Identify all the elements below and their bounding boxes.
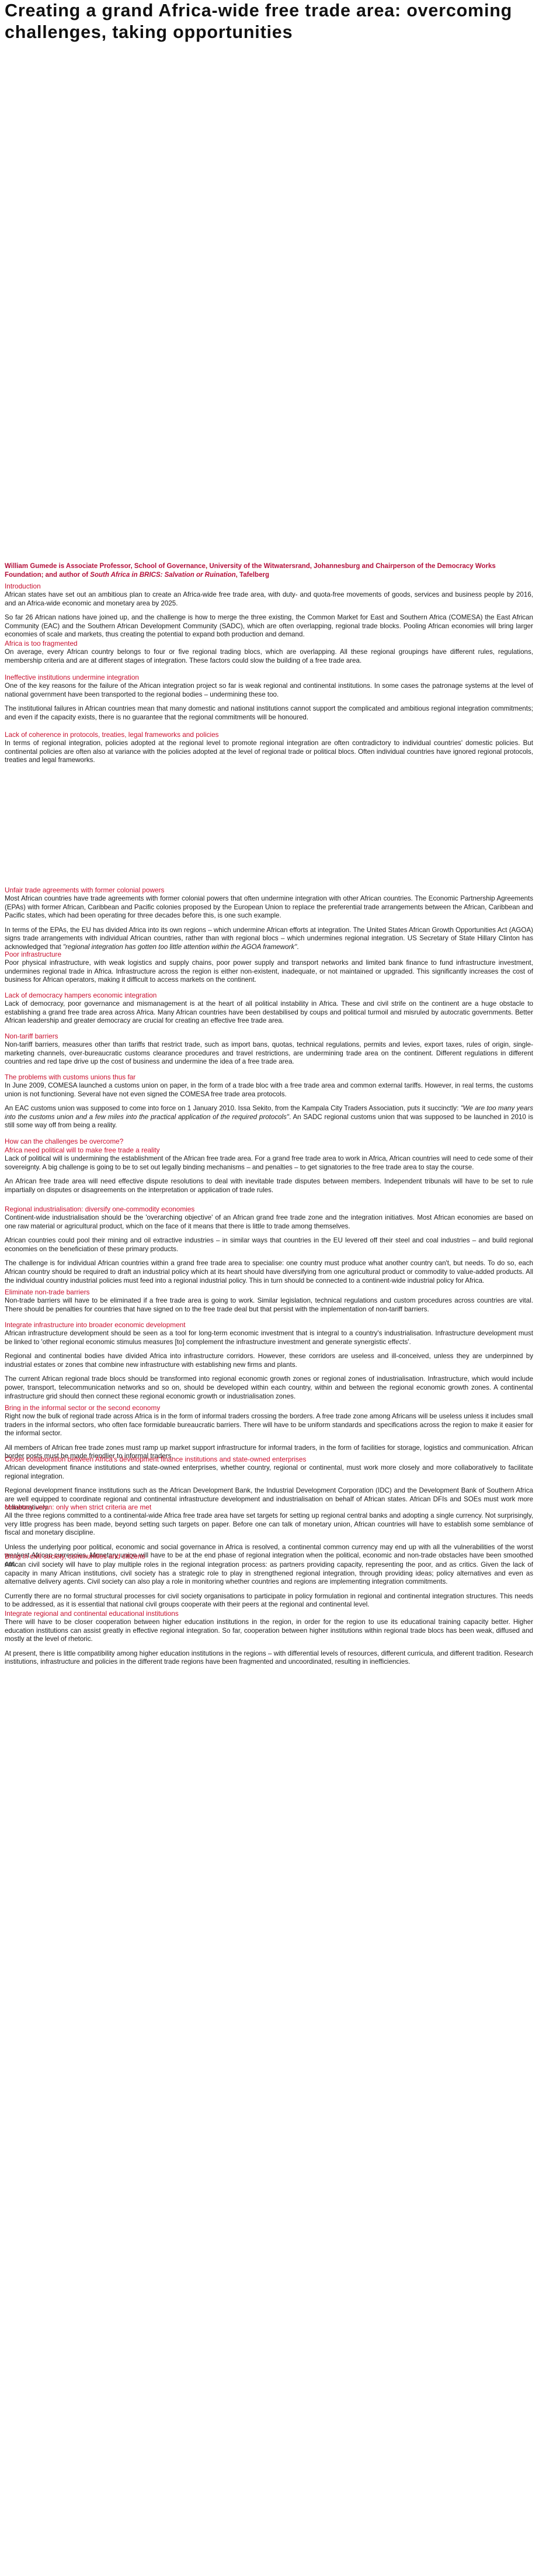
byline-publisher: , Tafelberg bbox=[235, 572, 269, 579]
section-heading: Ineffective institutions undermine integ… bbox=[5, 673, 139, 681]
paragraph: African infrastructure development shoul… bbox=[5, 1329, 533, 1346]
paragraph: There will have to be closer cooperation… bbox=[5, 1618, 533, 1643]
section-informal-sector: Bring in the informal sector or the seco… bbox=[5, 1404, 533, 1461]
paragraph: The challenge is for individual African … bbox=[5, 1259, 533, 1284]
byline-author: William Gumede is Associate Professor, S… bbox=[5, 563, 496, 579]
section-heading: Closer collaboration between Africa's de… bbox=[5, 1455, 307, 1463]
section-heading: Monetary union: only when strict criteri… bbox=[5, 1503, 152, 1511]
paragraph: The institutional failures in African co… bbox=[5, 705, 533, 721]
paragraph: So far 26 African nations have joined up… bbox=[5, 614, 533, 639]
quote: "regional integration has gotten too lit… bbox=[62, 943, 297, 951]
paragraph: Poor physical infrastructure, with weak … bbox=[5, 959, 533, 984]
paragraph: The current African regional trade blocs… bbox=[5, 1375, 533, 1400]
paragraph: Continent-wide industrialisation should … bbox=[5, 1214, 533, 1230]
section-introduction: Introduction African states have set out… bbox=[5, 582, 533, 639]
section-regional-industrialisation: Regional industrialisation: diversify on… bbox=[5, 1205, 533, 1285]
section-fragmented: Africa is too fragmented On average, eve… bbox=[5, 639, 533, 665]
section-heading: Integrate regional and continental educa… bbox=[5, 1609, 179, 1618]
section-educational-institutions: Integrate regional and continental educa… bbox=[5, 1609, 533, 1667]
section-heading: Regional industrialisation: diversify on… bbox=[5, 1205, 195, 1213]
paragraph: Non-trade barriers will have to be elimi… bbox=[5, 1297, 533, 1313]
paragraph: Lack of political will is undermining th… bbox=[5, 1155, 533, 1171]
section-ineffective-institutions: Ineffective institutions undermine integ… bbox=[5, 673, 533, 722]
section-civil-society: Bring in civil society, communities and … bbox=[5, 1552, 533, 1609]
paragraph: Most African countries have trade agreem… bbox=[5, 895, 533, 920]
section-integrate-infrastructure: Integrate infrastructure into broader ec… bbox=[5, 1321, 533, 1401]
paragraph: In terms of the EPAs, the EU has divided… bbox=[5, 926, 533, 951]
article-title: Creating a grand Africa-wide free trade … bbox=[5, 1, 513, 42]
paragraph: Regional and continental bodies have div… bbox=[5, 1352, 533, 1369]
section-non-tariff-barriers: Non-tariff barriers Non-tariff barriers,… bbox=[5, 1032, 533, 1067]
paragraph: African countries could pool their minin… bbox=[5, 1237, 533, 1253]
paragraph: African states have set out an ambitious… bbox=[5, 591, 533, 607]
section-heading: The problems with customs unions thus fa… bbox=[5, 1073, 136, 1081]
section-customs-unions: The problems with customs unions thus fa… bbox=[5, 1073, 533, 1130]
paragraph: Non-tariff barriers, measures other than… bbox=[5, 1041, 533, 1066]
paragraph: Lack of democracy, poor governance and m… bbox=[5, 1000, 533, 1025]
section-heading: Eliminate non-trade barriers bbox=[5, 1288, 90, 1296]
paragraph: One of the key reasons for the failure o… bbox=[5, 682, 533, 698]
author-byline: William Gumede is Associate Professor, S… bbox=[5, 562, 533, 580]
quote: "We are too many years into the customs … bbox=[5, 1105, 533, 1121]
section-lack-of-coherence: Lack of coherence in protocols, treaties… bbox=[5, 730, 533, 765]
paragraph: Currently there are no formal structural… bbox=[5, 1592, 533, 1609]
section-overcoming-challenges: How can the challenges be overcome? Afri… bbox=[5, 1137, 533, 1194]
paragraph: African development finance institutions… bbox=[5, 1464, 533, 1480]
paragraph: An EAC customs union was supposed to com… bbox=[5, 1105, 533, 1130]
paragraph: In terms of regional integration, polici… bbox=[5, 739, 533, 764]
paragraph: African civil society will have to play … bbox=[5, 1561, 533, 1586]
section-heading: Lack of democracy hampers economic integ… bbox=[5, 991, 157, 999]
section-heading: Non-tariff barriers bbox=[5, 1032, 58, 1040]
paragraph: All the three regions committed to a con… bbox=[5, 1512, 533, 1537]
section-heading: Integrate infrastructure into broader ec… bbox=[5, 1321, 186, 1329]
paragraph: All members of African free trade zones … bbox=[5, 1443, 533, 1460]
section-poor-infrastructure: Poor infrastructure Poor physical infras… bbox=[5, 950, 533, 985]
paragraph: An African free trade area will need eff… bbox=[5, 1178, 533, 1194]
section-heading: How can the challenges be overcome? bbox=[5, 1137, 124, 1145]
paragraph: In June 2009, COMESA launched a customs … bbox=[5, 1082, 533, 1098]
section-subheading: Africa need political will to make free … bbox=[5, 1146, 160, 1154]
section-heading: Introduction bbox=[5, 582, 41, 590]
section-heading: Lack of coherence in protocols, treaties… bbox=[5, 730, 219, 739]
section-heading: Unfair trade agreements with former colo… bbox=[5, 886, 165, 894]
section-heading: Bring in the informal sector or the seco… bbox=[5, 1404, 161, 1412]
section-heading: Bring in civil society, communities and … bbox=[5, 1552, 145, 1560]
byline-book-title: South Africa in BRICS: Salvation or Ruin… bbox=[90, 572, 236, 579]
paragraph: Regional development finance institution… bbox=[5, 1487, 533, 1512]
section-eliminate-barriers: Eliminate non-trade barriers Non-trade b… bbox=[5, 1288, 533, 1314]
section-heading: Africa is too fragmented bbox=[5, 639, 78, 648]
paragraph: At present, there is little compatibilit… bbox=[5, 1649, 533, 1666]
section-lack-of-democracy: Lack of democracy hampers economic integ… bbox=[5, 991, 533, 1026]
section-monetary-union: Monetary union: only when strict criteri… bbox=[5, 1503, 533, 1569]
section-heading: Poor infrastructure bbox=[5, 950, 62, 958]
section-dfi-collaboration: Closer collaboration between Africa's de… bbox=[5, 1455, 533, 1512]
paragraph: Right now the bulk of regional trade acr… bbox=[5, 1412, 533, 1438]
paragraph: On average, every African country belong… bbox=[5, 648, 533, 664]
section-unfair-trade-agreements: Unfair trade agreements with former colo… bbox=[5, 886, 533, 952]
paragraph: Unless the underlying poor political, ec… bbox=[5, 1543, 533, 1568]
